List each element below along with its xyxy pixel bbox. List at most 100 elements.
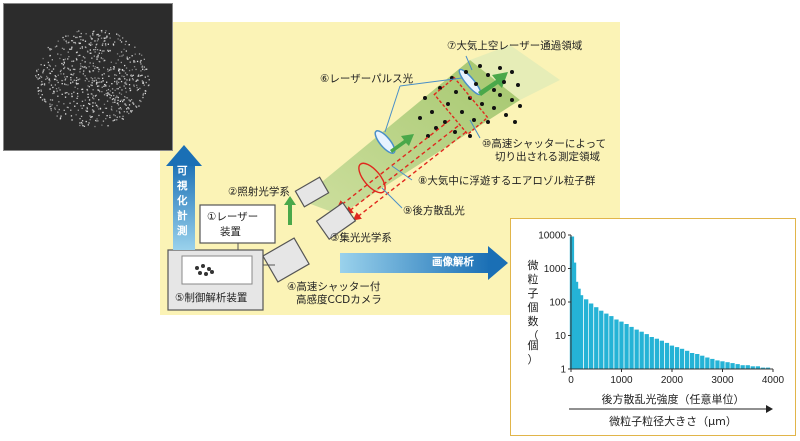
speckle-dot xyxy=(84,40,87,42)
speckle-dot xyxy=(96,85,99,87)
speckle-dot xyxy=(122,115,124,117)
speckle-dot xyxy=(107,70,109,72)
speckle-dot xyxy=(66,106,68,108)
backscatter-lines xyxy=(336,119,467,221)
speckle-dot xyxy=(119,116,121,118)
speckle-dot xyxy=(64,79,66,81)
speckle-dot xyxy=(113,94,115,97)
label-laser-device-2: 装置 xyxy=(220,226,241,238)
speckle-dot xyxy=(84,75,86,77)
speckle-dot xyxy=(56,104,58,107)
speckle-dot xyxy=(136,60,139,63)
speckle-dot xyxy=(90,52,92,54)
speckle-dot xyxy=(112,43,115,45)
speckle-dot xyxy=(106,89,108,92)
speckle-dot xyxy=(86,106,88,109)
speckle-dot xyxy=(103,94,106,96)
speckle-dot xyxy=(84,61,86,63)
speckle-dot xyxy=(85,110,88,112)
speckle-dot xyxy=(63,59,65,61)
speckle-dot xyxy=(103,73,105,75)
speckle-dot xyxy=(63,103,65,105)
speckle-dot xyxy=(77,54,79,57)
speckle-dot xyxy=(101,91,103,93)
speckle-dot xyxy=(96,118,98,120)
speckle-dot xyxy=(112,92,114,94)
speckle-dot xyxy=(81,46,83,48)
speckle-dot xyxy=(41,99,44,101)
speckle-dot xyxy=(79,122,81,124)
speckle-dot xyxy=(141,65,144,67)
speckle-dot xyxy=(57,95,59,97)
speckle-dot xyxy=(119,86,121,88)
speckle-dot xyxy=(123,70,125,72)
histogram-bar xyxy=(639,331,644,369)
speckle-dot xyxy=(44,98,46,101)
speckle-dot xyxy=(110,67,112,69)
speckle-dot xyxy=(49,49,51,51)
speckle-dot xyxy=(67,68,70,70)
speckle-dot xyxy=(110,61,112,63)
speckle-dot xyxy=(88,70,91,72)
speckle-dot xyxy=(129,87,131,90)
speckle-dot xyxy=(64,58,66,60)
speckle-dot xyxy=(42,70,44,72)
speckle-dot xyxy=(118,111,121,113)
histogram-bar xyxy=(609,316,614,369)
speckle-dot xyxy=(99,90,101,93)
speckle-dot xyxy=(144,76,146,78)
speckle-dot xyxy=(119,55,121,57)
speckle-dot xyxy=(131,110,133,112)
speckle-dot xyxy=(115,74,118,76)
histogram-bar xyxy=(674,347,680,369)
speckle-dot xyxy=(88,66,90,68)
speckle-dot xyxy=(89,35,91,37)
x-axis-label-secondary: 微粒子粒径大きさ（μm） xyxy=(609,414,737,428)
speckle-dot xyxy=(137,78,139,81)
speckle-dot xyxy=(98,68,100,71)
speckle-dot xyxy=(144,92,146,95)
speckle-dot xyxy=(43,84,46,86)
speckle-dot xyxy=(43,64,46,66)
speckle-dot xyxy=(68,41,70,43)
speckle-dot xyxy=(101,124,103,126)
speckle-dot xyxy=(42,57,44,60)
speckle-dot xyxy=(97,89,99,91)
speckle-dot xyxy=(84,80,86,82)
speckle-dot xyxy=(77,78,79,81)
speckle-dot xyxy=(121,89,123,91)
speckle-dot xyxy=(128,69,131,72)
speckle-dot xyxy=(79,78,81,80)
speckle-dot xyxy=(102,120,105,122)
histogram-bar xyxy=(725,362,730,369)
speckle-dot xyxy=(60,54,62,56)
speckle-dot xyxy=(85,67,87,69)
speckle-dot xyxy=(97,38,99,40)
speckle-dot xyxy=(51,59,53,61)
speckle-dot xyxy=(89,115,91,117)
speckle-dot xyxy=(140,70,142,72)
speckle-dot xyxy=(39,75,42,77)
speckle-dot xyxy=(79,71,81,73)
speckle-dot xyxy=(143,69,146,71)
speckle-dot xyxy=(104,107,107,109)
speckle-dot xyxy=(91,84,93,87)
speckle-dot xyxy=(92,95,94,97)
speckle-dot xyxy=(96,49,99,51)
speckle-dot xyxy=(128,44,130,46)
speckle-dot xyxy=(65,113,67,115)
speckle-dot xyxy=(50,109,52,112)
speckle-dot xyxy=(98,114,100,117)
label-laser-pulse: ⑥レーザーパルス光 xyxy=(320,73,414,85)
speckle-dot xyxy=(107,68,109,70)
speckle-dot xyxy=(91,57,93,59)
speckle-dot xyxy=(124,82,126,84)
speckle-dot xyxy=(80,121,83,124)
speckle-dot xyxy=(79,42,81,44)
speckle-dot xyxy=(105,118,107,120)
speckle-dot xyxy=(94,95,97,97)
histogram-bar xyxy=(705,357,710,369)
histogram-bar xyxy=(659,340,664,369)
speckle-dot xyxy=(93,55,95,57)
speckle-dot xyxy=(128,84,131,86)
